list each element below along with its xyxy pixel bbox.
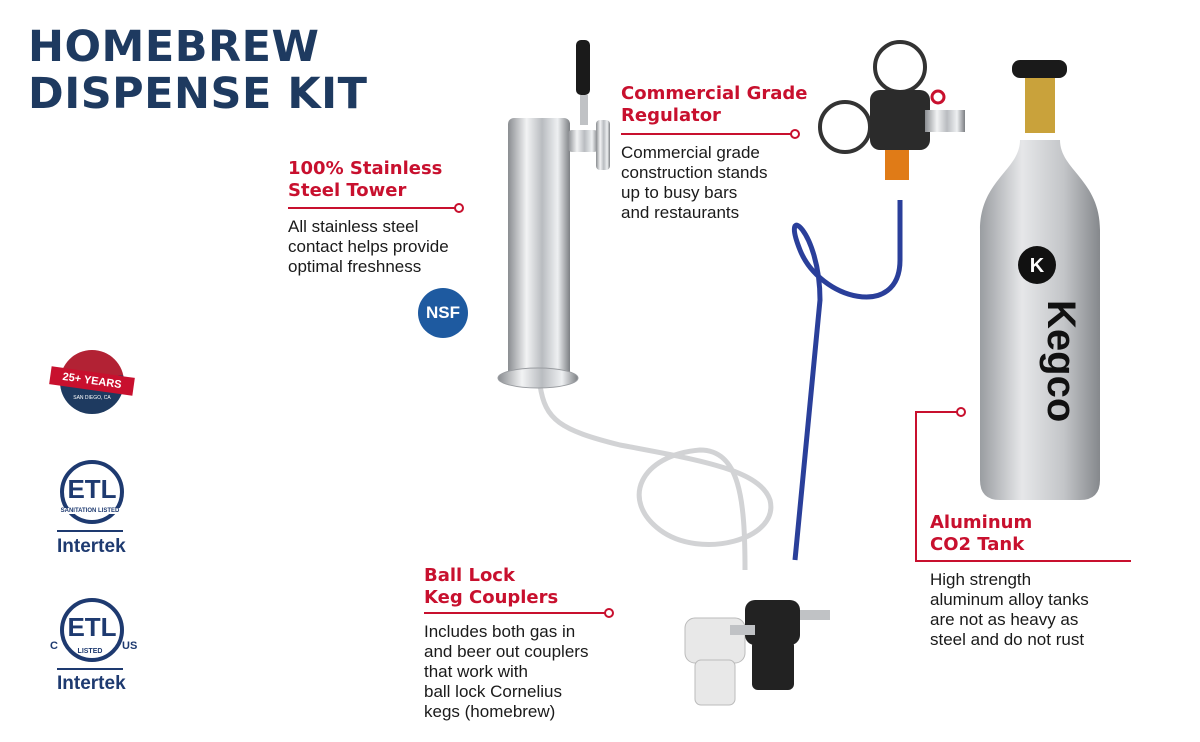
co2-tank: K Kegco [980,60,1100,500]
svg-text:K: K [1030,255,1045,277]
divider [288,207,456,209]
heading-line: Ball Lock [424,565,515,586]
divider [916,411,958,413]
beer-line [537,384,774,571]
text-line: and restaurants [621,203,740,222]
title-line-1: HOMEBREW [28,22,320,72]
text-line: aluminum alloy tanks [930,590,1089,609]
divider [915,560,1131,562]
text-line: kegs (homebrew) [424,702,556,721]
intertek-wordmark: Intertek [57,673,126,694]
text-line: construction stands [621,163,768,182]
text-line: contact helps provide [288,237,449,256]
heading-line: Regulator [621,105,721,126]
badge-text: 25+ YEARS [49,366,135,396]
etl-listed-logo: ETL LISTED [58,598,124,662]
regulator-heading: Commercial Grade Regulator [621,83,808,127]
heading-line: CO2 Tank [930,534,1025,555]
text-line: optimal freshness [288,257,422,276]
text-line: Commercial grade [621,143,760,162]
divider [57,530,123,532]
text-line: High strength [930,570,1032,589]
badge-subtext: SAN DIEGO, CA [73,395,111,401]
text-line: ball lock Cornelius [424,682,562,701]
stainless-tower [497,40,610,389]
text-line: All stainless steel [288,217,419,236]
gas-line [791,200,903,561]
heading-line: 100% Stainless [288,158,443,179]
regulator-description: Commercial grade construction stands up … [621,143,767,223]
text-line: steel and do not rust [930,630,1085,649]
etl-us-mark: US [122,640,138,652]
page-title: HOMEBREW DISPENSE KIT [28,24,368,118]
text-line: up to busy bars [621,183,738,202]
heading-line: Steel Tower [288,180,407,201]
text-line: and beer out couplers [424,642,589,661]
callout-dot [604,608,614,618]
divider [57,668,123,670]
etl-sanitation-logo: ETL SANITATION LISTED [58,460,124,524]
tower-description: All stainless steel contact helps provid… [288,217,449,277]
callout-dot [956,407,966,417]
etl-caption: SANITATION LISTED [58,508,122,514]
text-line: are not as heavy as [930,610,1079,629]
25-years-badge: 25+ YEARS SAN DIEGO, CA [49,350,135,414]
couplers-description: Includes both gas in and beer out couple… [424,622,588,722]
tower-heading: 100% Stainless Steel Tower [288,158,442,202]
heading-line: Aluminum [930,512,1033,533]
etl-c-mark: C [50,640,58,652]
couplers-heading: Ball Lock Keg Couplers [424,565,558,609]
tank-description: High strength aluminum alloy tanks are n… [930,570,1089,650]
title-line-2: DISPENSE KIT [28,69,368,119]
divider [424,612,606,614]
etl-caption: LISTED [77,648,103,655]
divider [621,133,791,135]
intertek-wordmark: Intertek [57,536,126,557]
heading-line: Commercial Grade [621,83,808,104]
text-line: Includes both gas in [424,622,576,641]
ball-lock-couplers [684,600,830,706]
callout-dot [790,129,800,139]
heading-line: Keg Couplers [424,587,559,608]
callout-dot [454,203,464,213]
nsf-logo: NSF [418,288,468,338]
regulator [818,40,965,180]
tank-heading: Aluminum CO2 Tank [930,512,1032,556]
divider [915,411,917,561]
text-line: that work with [424,662,528,681]
tank-brand: Kegco [1039,300,1083,422]
